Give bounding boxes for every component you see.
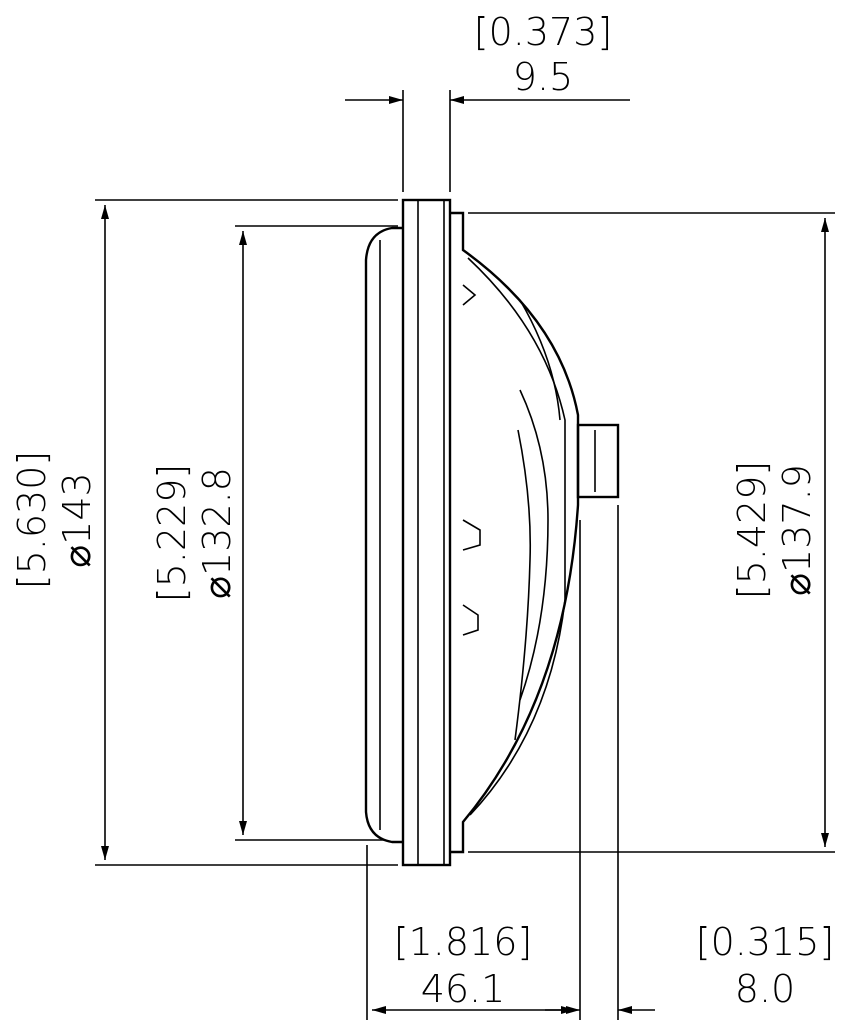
housing-diameter-inch: [5.429] — [730, 461, 774, 599]
lens-diameter-mm: ⌀132.8 — [195, 467, 239, 599]
connector — [576, 423, 620, 499]
dimension-lens-diameter: [5.229] ⌀132.8 — [150, 225, 398, 841]
housing-diameter-mm: ⌀137.9 — [775, 464, 819, 596]
dimension-connector-depth: [0.315] 8.0 — [545, 920, 834, 1014]
connector-depth-inch: [0.315] — [696, 920, 834, 964]
lamp-side-view — [364, 198, 620, 867]
flange — [401, 198, 452, 867]
dimension-body-depth: [1.816] 46.1 — [366, 505, 619, 1020]
body-depth-inch: [1.816] — [394, 920, 532, 964]
connector-depth-mm: 8.0 — [735, 967, 795, 1011]
housing-dome — [450, 211, 580, 854]
lens-diameter-inch: [5.229] — [150, 464, 194, 602]
top-width-inch: [0.373] — [474, 10, 612, 54]
body-depth-mm: 46.1 — [421, 967, 506, 1011]
dimension-housing-diameter: [5.429] ⌀137.9 — [468, 212, 835, 853]
outer-diameter-inch: [5.630] — [10, 451, 54, 589]
dimension-top-width: [0.373] 9.5 — [345, 10, 630, 192]
outer-diameter-mm: ⌀143 — [55, 472, 99, 567]
top-width-mm: 9.5 — [513, 55, 573, 99]
lens-body — [364, 226, 403, 844]
dimension-outer-diameter: [5.630] ⌀143 — [10, 199, 398, 866]
